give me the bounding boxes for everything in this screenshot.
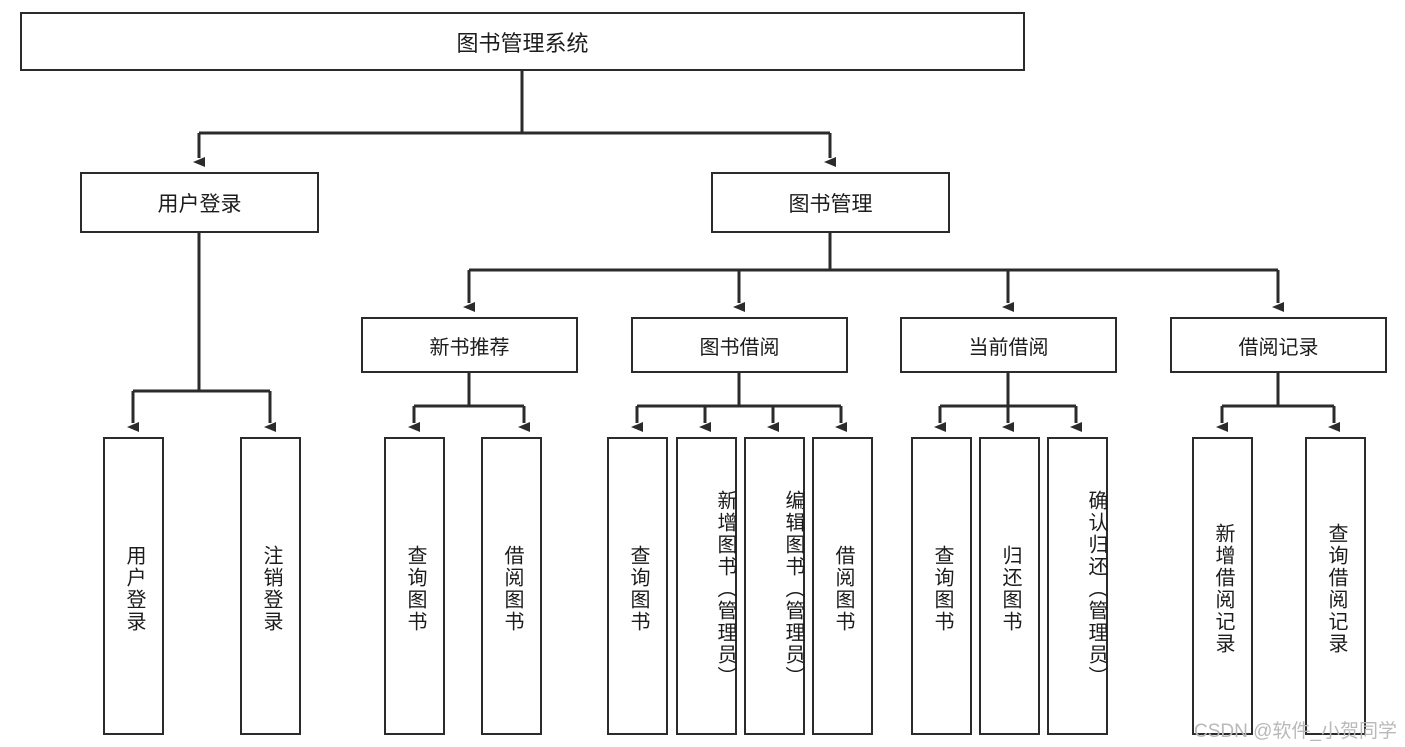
node-book-borrow[interactable]: 图书借阅 xyxy=(631,317,848,373)
leaf-borrow-book-recommend[interactable]: 借阅图书 xyxy=(481,437,542,735)
node-label: 查询图书 xyxy=(931,545,953,633)
node-label: 新书推荐 xyxy=(429,336,510,359)
node-label: 图书借阅 xyxy=(699,336,780,359)
node-label: 新增借阅记录 xyxy=(1212,523,1234,655)
node-label: 图书管理系统 xyxy=(456,30,589,56)
node-label: 查询图书 xyxy=(404,545,426,633)
leaf-edit-book-admin[interactable]: 编辑图书（管理员） xyxy=(744,437,805,735)
node-label: 新增图书（管理员） xyxy=(714,490,736,688)
leaf-query-book-recommend[interactable]: 查询图书 xyxy=(384,437,445,735)
leaf-return-book[interactable]: 归还图书 xyxy=(979,437,1040,735)
node-book-management[interactable]: 图书管理 xyxy=(711,172,950,233)
node-label: 注销登录 xyxy=(260,545,282,633)
node-label: 借阅记录 xyxy=(1238,336,1319,359)
node-label: 借阅图书 xyxy=(832,545,854,633)
leaf-add-borrow-record[interactable]: 新增借阅记录 xyxy=(1192,437,1253,735)
leaf-logout-login[interactable]: 注销登录 xyxy=(240,437,301,735)
node-label: 图书管理 xyxy=(788,192,873,216)
node-label: 当前借阅 xyxy=(968,336,1049,359)
node-label: 借阅图书 xyxy=(501,545,523,633)
leaf-query-borrow-record[interactable]: 查询借阅记录 xyxy=(1305,437,1366,735)
leaf-query-book-borrow[interactable]: 查询图书 xyxy=(607,437,668,735)
leaf-borrow-book-borrow[interactable]: 借阅图书 xyxy=(812,437,873,735)
node-label: 确认归还（管理员） xyxy=(1085,490,1107,688)
node-current-borrow[interactable]: 当前借阅 xyxy=(900,317,1117,373)
node-label: 用户登录 xyxy=(157,192,242,216)
leaf-add-book-admin[interactable]: 新增图书（管理员） xyxy=(676,437,737,735)
node-borrow-record[interactable]: 借阅记录 xyxy=(1170,317,1387,373)
node-label: 用户登录 xyxy=(123,545,145,633)
csdn-watermark: CSDN @软件_小贺同学 xyxy=(1194,721,1397,742)
node-label: 查询借阅记录 xyxy=(1325,523,1347,655)
node-new-book-recommend[interactable]: 新书推荐 xyxy=(361,317,578,373)
node-label: 归还图书 xyxy=(999,545,1021,633)
node-user-login[interactable]: 用户登录 xyxy=(80,172,319,233)
leaf-user-login[interactable]: 用户登录 xyxy=(103,437,164,735)
leaf-confirm-return-admin[interactable]: 确认归还（管理员） xyxy=(1047,437,1108,735)
leaf-query-book-current[interactable]: 查询图书 xyxy=(911,437,972,735)
node-book-management-system[interactable]: 图书管理系统 xyxy=(20,12,1025,71)
node-label: 编辑图书（管理员） xyxy=(782,490,804,688)
node-label: 查询图书 xyxy=(627,545,649,633)
